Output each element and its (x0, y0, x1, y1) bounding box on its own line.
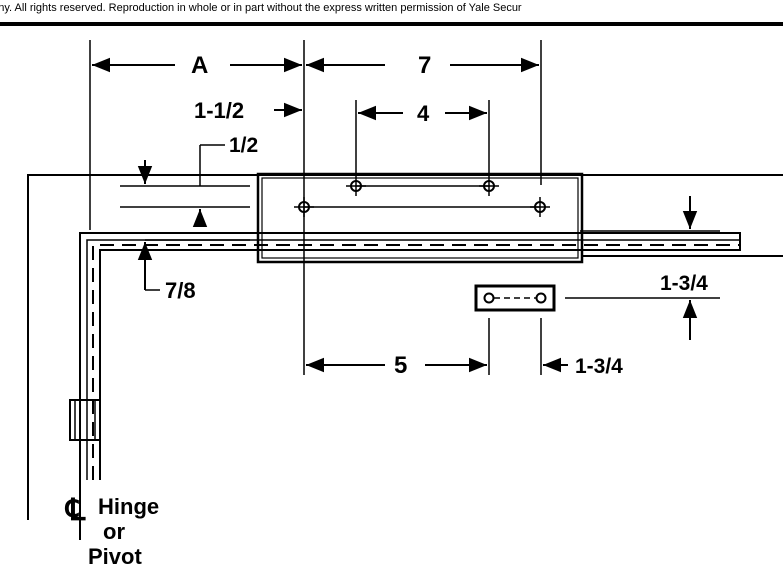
hole-crosshairs (294, 176, 550, 217)
door-outline (79, 232, 741, 540)
arm-shoe (474, 284, 556, 312)
shoe-hole-left (483, 292, 495, 304)
hinge-label-line2: or (103, 519, 125, 544)
copyright-banner: pany. All rights reserved. Reproduction … (0, 0, 783, 26)
dim-label-1-3-4-bottom: 1-3/4 (575, 355, 623, 378)
closer-body-inner (261, 177, 579, 259)
dim-label-7: 7 (418, 52, 431, 79)
closer-body (256, 172, 584, 264)
dim-label-5: 5 (394, 352, 407, 379)
hinge (69, 399, 101, 441)
dim-label-1-2: 1/2 (229, 134, 258, 157)
extension-lines (89, 40, 720, 375)
dim-label-a: A (191, 52, 208, 79)
dim-label-1-1-2: 1-1/2 (194, 98, 244, 123)
door-inner-line (86, 239, 740, 480)
copyright-text: pany. All rights reserved. Reproduction … (0, 2, 522, 14)
dim-label-4: 4 (417, 101, 430, 126)
hinge-knuckle-lines (74, 400, 96, 440)
shoe-hole-right (535, 292, 547, 304)
door-dashed-line (92, 244, 740, 480)
frame-outline (27, 174, 783, 520)
hinge-label-line3: Pivot (88, 544, 142, 569)
dim-label-7-8: 7/8 (165, 278, 196, 303)
dim-label-1-3-4-right: 1-3/4 (660, 272, 708, 295)
centerline-symbol: ℄ (64, 494, 86, 527)
hinge-label-line1: Hinge (98, 494, 159, 519)
